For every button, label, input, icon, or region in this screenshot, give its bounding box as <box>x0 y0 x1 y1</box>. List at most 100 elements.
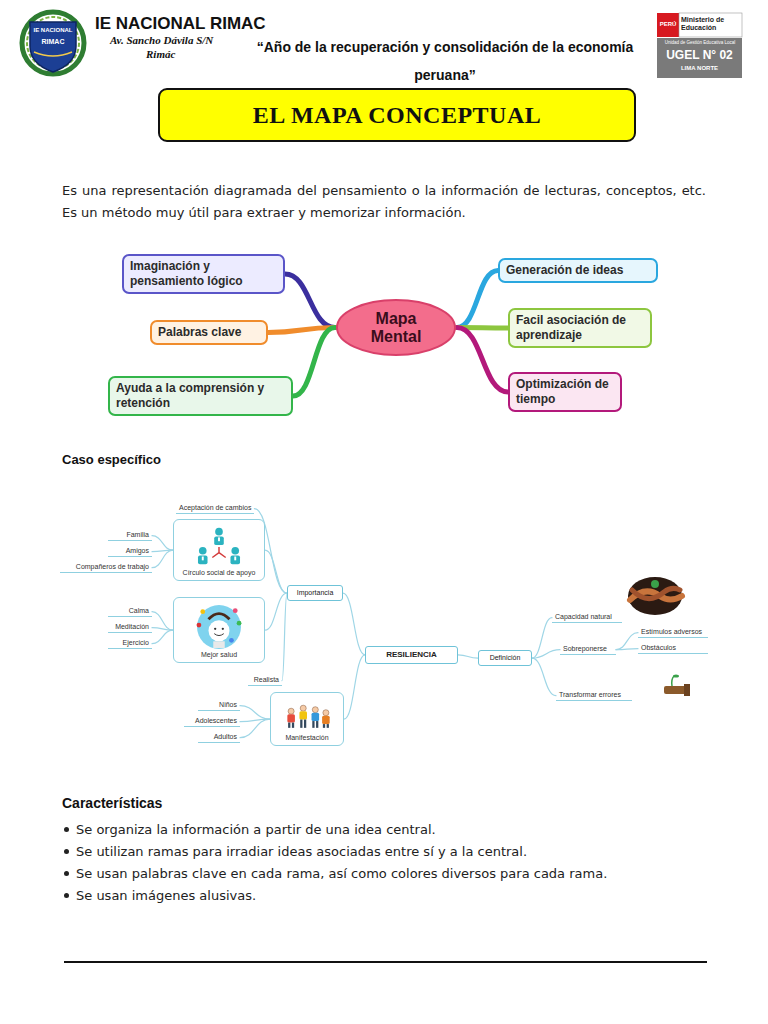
node-text: Definición <box>481 654 529 662</box>
hands-picture <box>628 577 682 615</box>
tree-connector <box>282 593 287 681</box>
tree-connector <box>616 649 638 650</box>
title-box: EL MAPA CONCEPTUAL <box>158 88 636 142</box>
school-name: IE NACIONAL RIMAC <box>95 14 266 34</box>
branch-box: Ayuda a la comprensión y retención <box>108 376 293 416</box>
leaf-label: Capacidad natural <box>552 612 622 623</box>
logo-text: Ministerio de Educación <box>681 16 741 32</box>
leaf-label: Transformar errores <box>556 690 632 701</box>
mind-map-branch <box>293 328 335 397</box>
node-text: Palabras clave <box>158 325 260 340</box>
tree-connector <box>152 550 173 568</box>
kids-icon <box>273 696 341 734</box>
mind-map-branch <box>285 274 335 328</box>
intro-paragraph: Es una representación diagramada del pen… <box>62 180 706 224</box>
tree-connector <box>240 706 270 720</box>
mind-map-branch <box>457 328 508 393</box>
leaf-label: Sobreponerse <box>560 644 616 655</box>
footer-rule <box>64 961 707 963</box>
node-text: Estímulos adversos <box>641 628 705 636</box>
leaf-label: Adultos <box>198 732 240 743</box>
bullet-item: Se utilizan ramas para irradiar ideas as… <box>62 842 736 862</box>
branch-box: Facil asociación de aprendizaje <box>508 308 652 348</box>
logo-text: IE NACIONAL <box>33 27 73 33</box>
face-icon <box>176 601 262 651</box>
node-text: Obstáculos <box>641 644 705 652</box>
branch-box: Generación de ideas <box>498 258 658 283</box>
logo-text: RIMAC <box>33 38 73 45</box>
sprout-picture <box>664 674 690 696</box>
leaf-label: Meditación <box>108 622 152 633</box>
node-text: Adultos <box>201 733 237 741</box>
picture-box: Círculo social de apoyo <box>173 519 265 581</box>
tree-connector <box>265 550 287 593</box>
node-text: Calma <box>111 607 149 615</box>
tree-connector <box>343 593 365 655</box>
picture-box: Mejor salud <box>173 597 265 663</box>
branch-box: Imaginación y pensamiento lógico <box>122 254 285 294</box>
logo-text: PERÚ <box>657 21 679 27</box>
leaf-label: Ejercicio <box>108 638 152 649</box>
logo-text: UGEL N° 02 <box>657 48 742 62</box>
tree-connector <box>152 628 173 631</box>
leaf-label: Estímulos adversos <box>638 627 708 638</box>
title-text: EL MAPA CONCEPTUAL <box>253 102 542 129</box>
ministry-logo <box>657 13 742 78</box>
node-text: Capacidad natural <box>555 613 619 621</box>
node-text: RESILIENCIA <box>368 650 455 660</box>
year-motto: “Año de la recuperación y consolidación … <box>255 33 635 89</box>
node-text: Aceptación de cambios <box>179 504 251 512</box>
node-text: Amigos <box>111 547 149 555</box>
logo-text: LIMA NORTE <box>657 65 742 71</box>
section-heading: Características <box>62 795 162 811</box>
leaf-label: Niños <box>198 700 240 711</box>
leaf-label: Obstáculos <box>638 643 708 654</box>
leaf-label: Familia <box>108 530 152 541</box>
node-text: Adolescentes <box>187 717 237 725</box>
tree-connector <box>265 593 287 630</box>
concept-box: Definición <box>478 650 532 666</box>
leaf-label: Calma <box>108 606 152 617</box>
tree-connector <box>240 719 270 738</box>
branch-box: Optimización de tiempo <box>508 372 622 412</box>
tree-connector <box>152 536 173 551</box>
bullet-item: Se usan palabras clave en cada rama, así… <box>62 864 736 884</box>
node-text: Imaginación y pensamiento lógico <box>130 259 277 289</box>
node-text: Generación de ideas <box>506 263 650 278</box>
tree-connector <box>532 650 560 659</box>
node-text: Realista <box>251 676 279 684</box>
node-text: Importancia <box>290 589 340 597</box>
concept-box: RESILIENCIA <box>365 646 458 664</box>
bullet-item: Se organiza la información a partir de u… <box>62 820 736 840</box>
leaf-label: Adolescentes <box>184 716 240 727</box>
school-logo <box>22 12 84 74</box>
tree-connector <box>616 633 638 650</box>
leaf-label: Aceptación de cambios <box>176 503 254 514</box>
node-text: Sobreponerse <box>563 645 613 653</box>
people-icon <box>176 523 262 569</box>
tree-connector <box>152 630 173 644</box>
section-heading: Caso específico <box>62 452 161 467</box>
node-text: Manifestación <box>273 734 341 742</box>
node-text: Ayuda a la comprensión y retención <box>116 381 285 411</box>
leaf-label: Amigos <box>108 546 152 557</box>
node-text: Mapa Mental <box>361 310 431 345</box>
tree-connector <box>344 655 365 719</box>
node-text: Transformar errores <box>559 691 629 699</box>
school-district: Rimác <box>146 48 175 60</box>
leaf-label: Realista <box>248 675 282 686</box>
central-ellipse: Mapa Mental <box>335 298 457 357</box>
logo-text: Unidad de Gestión Educativa Local <box>659 40 741 45</box>
node-text: Familia <box>111 531 149 539</box>
tree-connector <box>532 658 556 696</box>
school-address: Av. Sancho Dávila S/N <box>110 34 213 46</box>
node-text: Facil asociación de aprendizaje <box>516 313 644 343</box>
tree-connector <box>152 612 173 631</box>
node-text: Compañeros de trabajo <box>63 563 149 571</box>
concept-box: Importancia <box>287 585 343 601</box>
picture-box: Manifestación <box>270 692 344 746</box>
tree-connector <box>458 655 478 658</box>
branch-box: Palabras clave <box>150 320 268 345</box>
node-text: Meditación <box>111 623 149 631</box>
node-text: Ejercicio <box>111 639 149 647</box>
